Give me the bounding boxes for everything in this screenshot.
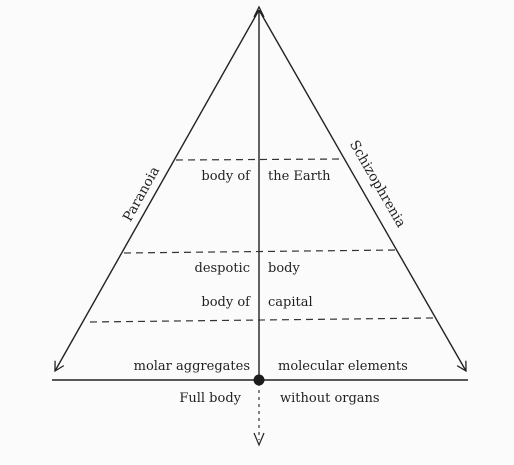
level-divider-2 bbox=[123, 249, 398, 254]
level-3-right-label: capital bbox=[268, 295, 313, 310]
level-2-right-label: body bbox=[268, 261, 300, 276]
level-divider-3 bbox=[89, 317, 434, 323]
center-dot bbox=[253, 374, 265, 386]
right-side-arrow bbox=[258, 9, 467, 373]
left-side-label: Paranoia bbox=[120, 164, 163, 224]
base-left-label: Full body bbox=[179, 391, 241, 406]
level-1-right-label: the Earth bbox=[268, 169, 331, 184]
left-side-arrow bbox=[54, 9, 260, 373]
apex-arrowhead bbox=[253, 5, 265, 18]
level-4-right-label: molecular elements bbox=[278, 359, 408, 374]
level-4-left-label: molar aggregates bbox=[134, 359, 250, 374]
level-divider-1 bbox=[175, 158, 345, 161]
level-1-left-label: body of bbox=[201, 169, 251, 184]
level-2-left-label: despotic bbox=[195, 261, 251, 276]
level-3-left-label: body of bbox=[201, 295, 251, 310]
bottom-arrowhead bbox=[253, 432, 265, 447]
base-right-label: without organs bbox=[280, 391, 380, 406]
